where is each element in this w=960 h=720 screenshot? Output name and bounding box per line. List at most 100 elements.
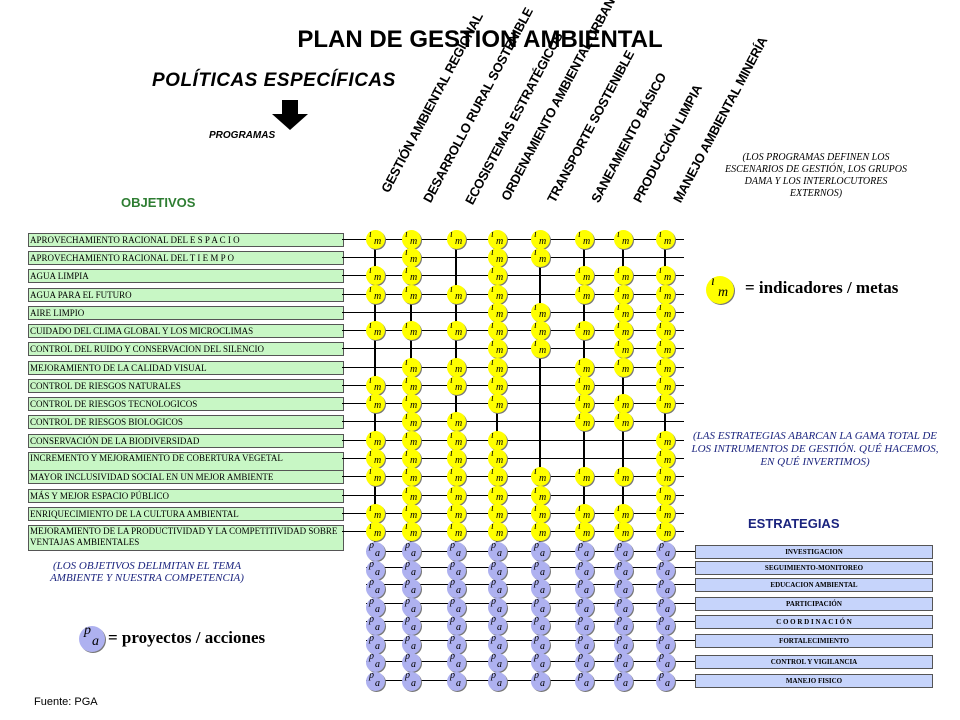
objective-connector-line [342, 348, 684, 349]
down-arrow-icon [272, 100, 308, 130]
objective-connector-line [342, 476, 684, 477]
strategy-connector-line [366, 551, 695, 552]
program-connector-line [583, 232, 585, 662]
objective-item: MAYOR INCLUSIVIDAD SOCIAL EN UN MEJOR AM… [28, 470, 344, 484]
objective-item: MÁS Y MEJOR ESPACIO PÚBLICO [28, 489, 344, 503]
project-legend-text: = proyectos / acciones [108, 628, 266, 647]
strategy-item: CONTROL Y VIGILANCIA [695, 655, 933, 669]
strategy-connector-line [366, 603, 695, 604]
strategy-item: SEGUIMIENTO-MONITOREO [695, 561, 933, 575]
page-title: PLAN DE GESTION AMBIENTAL [297, 26, 663, 53]
strategies-note: (LAS ESTRATEGIAS ABARCAN LA GAMA TOTAL D… [691, 430, 939, 468]
source-note: Fuente: PGA [34, 696, 98, 708]
objective-item: CONSERVACIÓN DE LA BIODIVERSIDAD [28, 434, 344, 448]
objective-connector-line [342, 294, 684, 295]
objectives-heading: OBJETIVOS [121, 195, 196, 210]
programs-label: PROGRAMAS [209, 130, 276, 141]
objective-item: CONTROL DE RIESGOS BIOLOGICOS [28, 415, 344, 429]
program-connector-line [539, 232, 541, 662]
program-label: TRANSPORTE SOSTENIBLE [544, 47, 638, 206]
strategy-connector-line [366, 567, 695, 568]
objective-item: AGUA PARA EL FUTURO [28, 288, 344, 302]
objective-item: MEJORAMIENTO DE LA CALIDAD VISUAL [28, 361, 344, 375]
strategy-connector-line [366, 621, 695, 622]
objective-item: APROVECHAMIENTO RACIONAL DEL E S P A C I… [28, 233, 344, 247]
strategy-item: PARTICIPACIÓN [695, 597, 933, 611]
objective-connector-line [342, 421, 684, 422]
objective-item: CONTROL DE RIESGOS NATURALES [28, 379, 344, 393]
objective-item: AGUA LIMPIA [28, 269, 344, 283]
objective-connector-line [342, 403, 684, 404]
objective-connector-line [342, 495, 684, 496]
indicator-legend-text: = indicadores / metas [745, 278, 899, 297]
objective-connector-line [342, 330, 684, 331]
objective-item: CUIDADO DEL CLIMA GLOBAL Y LOS MICROCLIM… [28, 324, 344, 338]
objective-item: ENRIQUECIMIENTO DE LA CULTURA AMBIENTAL [28, 507, 344, 521]
strategy-connector-line [366, 584, 695, 585]
